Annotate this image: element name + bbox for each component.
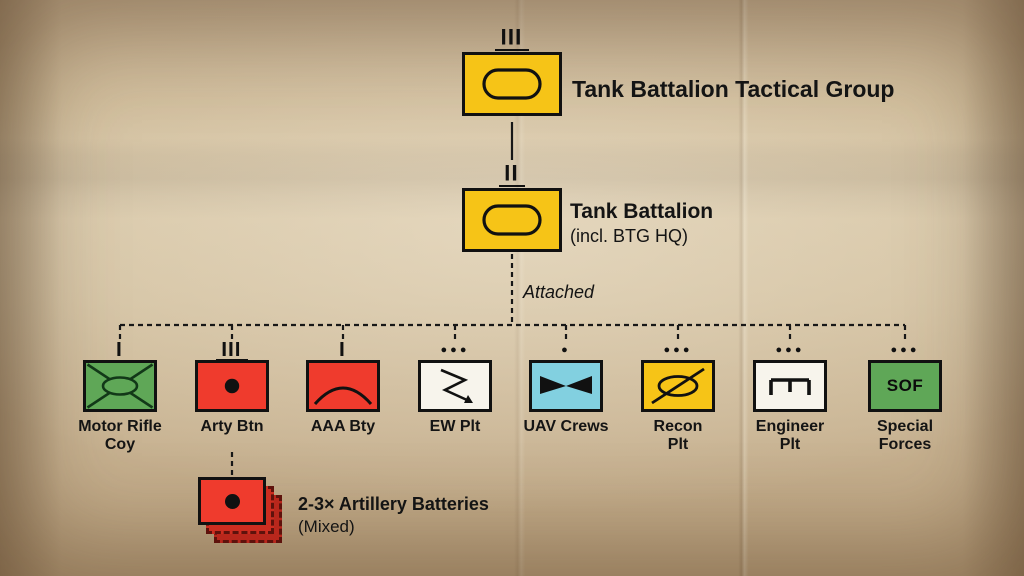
- unit-label: Motor Rifle Coy: [78, 418, 162, 453]
- battalion-label: Tank Battalion: [570, 200, 714, 223]
- uav-icon: [529, 360, 603, 412]
- echelon-marks: ●●●: [623, 340, 733, 360]
- unit-label: UAV Crews: [523, 418, 609, 435]
- echelon-dots: ●●●: [890, 344, 920, 356]
- unit-arty-btn: ||| Arty Btn: [177, 340, 287, 436]
- echelon-marks: ●: [511, 340, 621, 360]
- artillery-icon: [195, 360, 269, 412]
- root-label: Tank Battalion Tactical Group: [572, 76, 895, 102]
- electronic-warfare-icon: [418, 360, 492, 412]
- unit-ew-plt: ●●● EW Plt: [400, 340, 510, 436]
- echelon-marks: |: [288, 340, 398, 360]
- echelon-marks: |||: [177, 340, 287, 361]
- unit-label: Recon Plt: [653, 418, 703, 453]
- echelon-bars: |: [339, 340, 347, 357]
- unit-label: AAA Bty: [310, 418, 376, 435]
- mechanized-infantry-icon: [83, 360, 157, 412]
- artillery-icon: [198, 477, 266, 525]
- echelon-dots: ●: [561, 344, 571, 356]
- echelon-marks: ●●●: [850, 340, 960, 360]
- echelon-dots: ●●●: [775, 344, 805, 356]
- echelon-bars: |||: [495, 24, 529, 51]
- echelon-marks: ●●●: [400, 340, 510, 360]
- echelon-marks: |||: [462, 24, 562, 52]
- armor-icon: [462, 188, 562, 252]
- node-tank-battalion-tactical-group: |||: [462, 24, 562, 116]
- node-tank-battalion: ||: [462, 160, 562, 252]
- echelon-marks: |: [65, 340, 175, 360]
- sof-icon: SOF: [868, 360, 942, 412]
- echelon-dots: ●●●: [440, 344, 470, 356]
- air-defense-icon: [306, 360, 380, 412]
- echelon-bars: ||: [498, 160, 526, 187]
- echelon-dots: ●●●: [663, 344, 693, 356]
- unit-special-forces: ●●● SOF Special Forces: [850, 340, 960, 454]
- unit-label: EW Plt: [429, 418, 481, 435]
- echelon-bars: |||: [215, 340, 249, 361]
- artillery-note-sublabel: (Mixed): [298, 517, 355, 536]
- artillery-note-label: 2-3× Artillery Batteries: [298, 494, 489, 514]
- echelon-marks: ●●●: [735, 340, 845, 360]
- unit-motor-rifle-coy: | Motor Rifle Coy: [65, 340, 175, 454]
- unit-engineer-plt: ●●● Engineer Plt: [735, 340, 845, 454]
- unit-label: Special Forces: [876, 418, 934, 453]
- recon-icon: [641, 360, 715, 412]
- unit-recon-plt: ●●● Recon Plt: [623, 340, 733, 454]
- unit-uav-crews: ● UAV Crews: [511, 340, 621, 436]
- artillery-stack-icon: [198, 477, 298, 557]
- echelon-marks: ||: [462, 160, 562, 188]
- sof-text: SOF: [886, 376, 924, 395]
- armor-icon: [462, 52, 562, 116]
- battalion-sublabel: (incl. BTG HQ): [570, 226, 689, 246]
- unit-label: Arty Btn: [200, 418, 264, 435]
- attached-label: Attached: [523, 282, 595, 302]
- artillery-dot: [224, 493, 240, 509]
- echelon-bars: |: [116, 340, 124, 357]
- unit-aaa-bty: | AAA Bty: [288, 340, 398, 436]
- unit-label: Engineer Plt: [755, 418, 825, 453]
- engineer-icon: [753, 360, 827, 412]
